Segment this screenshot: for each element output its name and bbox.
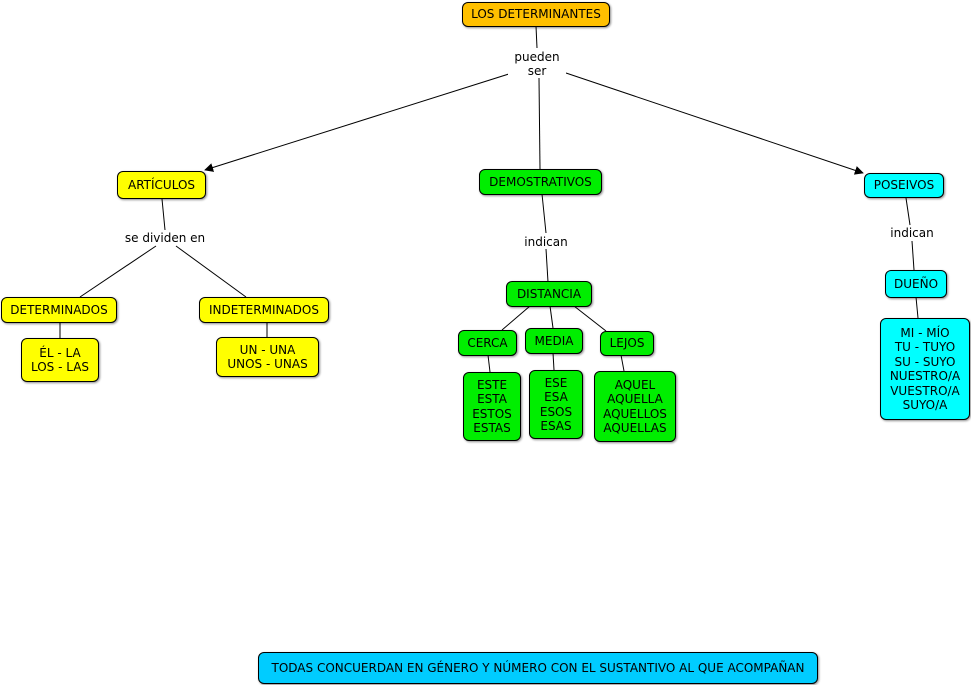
link-label-indican-posesivos: indican [887,226,937,240]
link-label-pueden-ser: pueden ser [508,50,566,78]
link-indican-to-distancia [545,248,549,283]
media-node[interactable]: MEDIA [525,328,583,354]
posesivos-list-node[interactable]: MI - MÍO TU - TUYO SU - SUYO NUESTRO/A V… [880,318,970,420]
demostrativos-node[interactable]: DEMOSTRATIVOS [479,169,602,195]
lejos-node[interactable]: LEJOS [600,331,654,356]
indeterminados-list-node[interactable]: UN - UNA UNOS - UNAS [216,337,319,377]
posesivos-node[interactable]: POSEIVOS [864,173,944,198]
link-label-indican-demostrativos: indican [521,235,571,249]
link-cerca-to-list [487,354,491,373]
determinados-node[interactable]: DETERMINADOS [1,297,117,323]
determinados-list-node[interactable]: ÉL - LA LOS - LAS [21,338,99,382]
link-label-se-dividen-en: se dividen en [120,231,210,245]
link-dueno-to-list [915,296,919,319]
link-se-dividen-to-indeterminados [175,245,247,298]
lejos-list-node[interactable]: AQUEL AQUELLA AQUELLOS AQUELLAS [594,371,676,442]
link-posesivos-to-indican [905,197,911,226]
link-media-to-list [552,352,555,371]
articulos-node[interactable]: ARTÍCULOS [117,171,206,199]
arrow-to-articulos [204,72,513,172]
link-root-to-pueden-ser [535,25,538,49]
link-lejos-to-list [620,354,625,372]
link-distancia-to-lejos [573,305,607,332]
cerca-list-node[interactable]: ESTE ESTA ESTOS ESTAS [463,372,521,441]
dueno-node[interactable]: DUEÑO [885,270,947,298]
link-indican-to-dueno [911,240,915,271]
cerca-node[interactable]: CERCA [458,330,517,356]
media-list-node[interactable]: ESE ESA ESOS ESAS [529,370,583,439]
link-distancia-to-media [549,305,554,329]
link-se-dividen-to-determinados [79,245,157,298]
footer-summary-node[interactable]: TODAS CONCUERDAN EN GÉNERO Y NÚMERO CON … [258,652,818,684]
indeterminados-node[interactable]: INDETERMINADOS [199,297,329,323]
link-distancia-to-cerca [501,305,531,331]
distancia-node[interactable]: DISTANCIA [506,281,592,307]
arrow-to-posesivos [565,72,864,175]
link-demostrativos-to-indican [541,193,547,234]
link-to-demostrativos [538,77,541,170]
link-articulos-to-se-dividen [161,198,166,231]
root-node[interactable]: LOS DETERMINANTES [462,2,610,27]
